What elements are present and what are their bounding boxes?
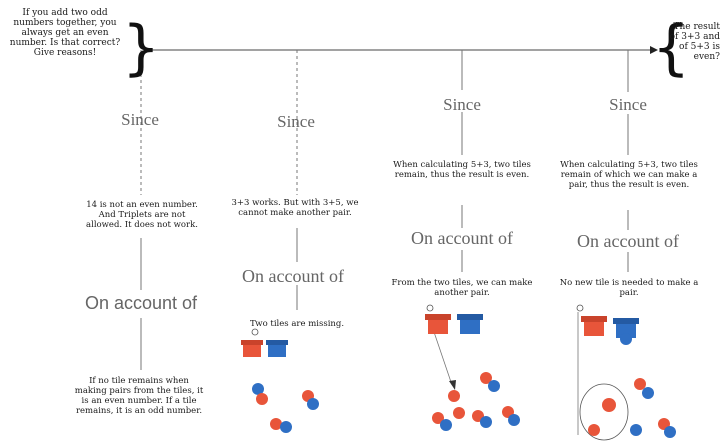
detail-text-3: From the two tiles, we can make another … (391, 278, 533, 298)
detail-text-4: No new tile is needed to make a pair. (559, 278, 699, 298)
question-text: If you add two odd numbers together, you… (9, 8, 121, 58)
reason-text-2: 3+3 works. But with 3+5, we cannot make … (231, 198, 359, 218)
detail-text-1: If no tile remains when making pairs fro… (74, 376, 204, 416)
since-label-3: Since (443, 95, 481, 114)
right-brace-icon: { (652, 13, 691, 83)
on-account-of-label-2: On account of (242, 266, 344, 286)
since-label-1: Since (121, 110, 159, 129)
reason-text-4: When calculating 5+3, two tiles remain o… (560, 160, 698, 190)
arrow-head-icon (650, 46, 658, 54)
conclusion-text: The result of 3+3 and of 5+3 is even? (669, 22, 720, 62)
blue-cup-icon (266, 340, 288, 357)
since-label-4: Since (609, 95, 647, 114)
on-account-of-label-4: On account of (577, 231, 679, 251)
on-account-of-label-1: On account of (84, 293, 198, 313)
red-cup-icon (241, 340, 263, 357)
reason-text-3: When calculating 5+3, two tiles remain, … (393, 160, 531, 180)
detail-text-2: Two tiles are missing. (249, 319, 345, 329)
left-brace-icon: } (122, 13, 161, 83)
reason-text-1: 14 is not an even number. And Triplets a… (86, 200, 198, 230)
since-label-2: Since (277, 112, 315, 131)
on-account-of-label-3: On account of (411, 228, 513, 248)
